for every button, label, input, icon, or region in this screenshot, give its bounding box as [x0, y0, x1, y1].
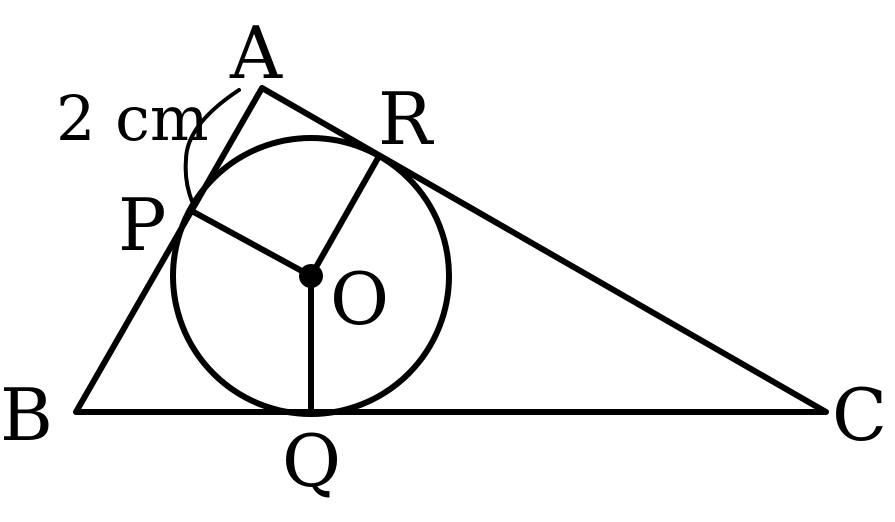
- center-point: [299, 264, 323, 288]
- radius-or: [308, 155, 381, 279]
- triangle-abc: [73, 85, 829, 415]
- tangent-label-r: R: [378, 77, 434, 161]
- measurement-arc-ap: [183, 88, 241, 206]
- tangent-label-q: Q: [282, 419, 341, 503]
- vertex-label-a: A: [229, 11, 283, 95]
- center-label-o: O: [330, 257, 389, 341]
- measurement-label-ap: 2 cm: [56, 82, 209, 155]
- radius-op: [187, 207, 314, 279]
- vertex-label-c: C: [832, 373, 887, 457]
- tangent-label-p: P: [118, 183, 166, 267]
- vertex-label-b: B: [0, 373, 53, 457]
